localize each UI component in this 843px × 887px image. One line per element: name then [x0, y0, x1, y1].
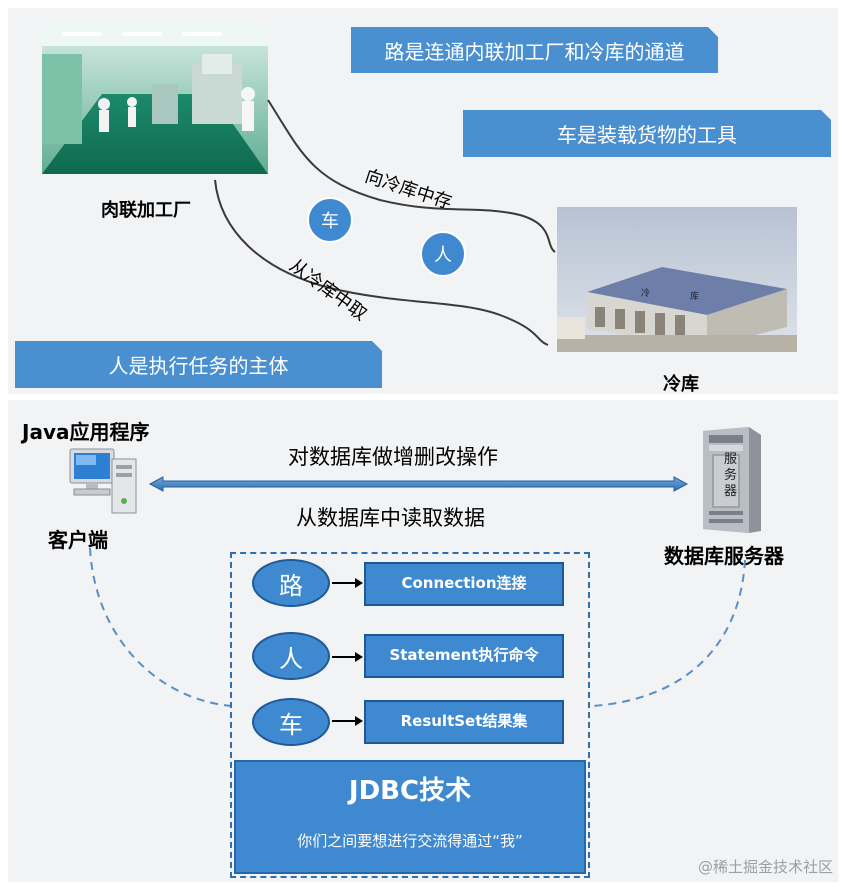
arrow-read-label: 从数据库中读取数据	[296, 506, 485, 530]
car-circle: 车	[307, 197, 353, 243]
jdbc-subtitle: 你们之间要想进行交流得通过“我”	[297, 832, 523, 850]
banner-person-subject: 人是执行任务的主体	[15, 341, 382, 388]
warehouse-sign-char-1: 冷	[641, 289, 651, 299]
server-inner-text: 服 务 器	[724, 452, 738, 499]
client-app-title: Java应用程序	[22, 420, 150, 444]
arrow-write-label: 对数据库做增删改操作	[288, 445, 498, 469]
car-oval: 车	[252, 698, 330, 746]
person-circle: 人	[420, 231, 466, 277]
warehouse-sign-char-2: 库	[690, 292, 700, 302]
client-computer-icon	[68, 445, 140, 517]
connection-box: Connection连接	[364, 562, 564, 606]
server-label: 数据库服务器	[664, 544, 784, 568]
cold-storage-label: 冷库	[663, 374, 699, 395]
factory-photo	[42, 24, 268, 174]
person-oval: 人	[252, 632, 330, 680]
banner-road-text: 路是连通内联加工厂和冷库的通道	[384, 39, 685, 64]
cold-storage-photo	[557, 207, 797, 352]
jdbc-title: JDBC技术	[348, 776, 472, 806]
resultset-box: ResultSet结果集	[364, 700, 564, 744]
jdbc-technology-box: JDBC技术 你们之间要想进行交流得通过“我”	[234, 760, 586, 874]
banner-car-text: 车是装载货物的工具	[557, 123, 737, 147]
client-label: 客户端	[48, 528, 108, 552]
factory-label: 肉联加工厂	[101, 200, 191, 221]
database-server-icon	[695, 425, 765, 535]
road-oval: 路	[252, 559, 330, 607]
banner-car-tool: 车是装载货物的工具	[463, 110, 831, 157]
banner-person-text: 人是执行任务的主体	[108, 354, 289, 378]
watermark: @稀土掘金技术社区	[697, 858, 833, 876]
jdbc-dashed-container	[230, 552, 590, 878]
banner-road-channel: 路是连通内联加工厂和冷库的通道	[351, 27, 718, 73]
statement-box: Statement执行命令	[364, 634, 564, 678]
